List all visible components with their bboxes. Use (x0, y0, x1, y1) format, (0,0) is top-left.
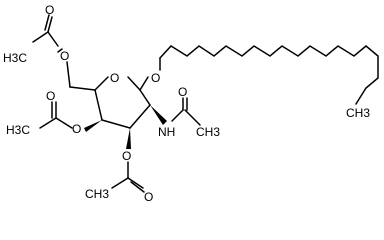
c6-acetate (32, 14, 96, 91)
c4-carbonyl-oxygen-label: O (46, 89, 55, 103)
c3-carbonyl-oxygen-label: O (144, 190, 153, 204)
c6-carbonyl-oxygen-label: O (45, 3, 54, 17)
pyranose-ring (94, 76, 151, 129)
alkyl-chain (159, 45, 379, 105)
c3-acetate (111, 128, 145, 193)
c4-methyl-label: H3C (6, 123, 30, 137)
chemical-structure: O O O O H3C O O H3C O O CH3 NH O CH3 CH3 (3, 3, 379, 204)
amide-nh-label: NH (158, 125, 175, 139)
amide-carbonyl-oxygen-label: O (178, 85, 187, 99)
c6-methyl-label: H3C (3, 51, 27, 65)
c1-o-bond (139, 76, 149, 91)
acetamide (150, 97, 201, 126)
c3-methyl-label: CH3 (85, 187, 109, 201)
c4-acetate (39, 101, 102, 132)
amide-methyl-label: CH3 (196, 125, 220, 139)
c6-ester-oxygen-label: O (60, 49, 69, 63)
c3-ester-oxygen-label: O (122, 149, 131, 163)
structure-canvas: O O O O H3C O O H3C O O CH3 NH O CH3 CH3 (3, 3, 379, 204)
c4-ester-oxygen-label: O (72, 122, 81, 136)
ring-oxygen-label: O (110, 71, 119, 85)
glycosidic-oxygen-label: O (151, 71, 160, 85)
chain-end-methyl-label: CH3 (346, 106, 370, 120)
